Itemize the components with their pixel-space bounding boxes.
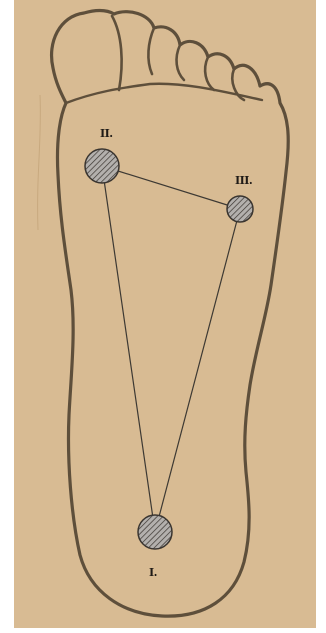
label-point-i: I. (149, 567, 157, 578)
edge-ii-iii (102, 166, 240, 209)
toe-line-2 (148, 28, 154, 74)
support-point-i (138, 515, 172, 549)
paper-crease (38, 95, 41, 230)
edge-ii-i (102, 166, 155, 532)
toe-line-3 (177, 45, 184, 80)
support-point-ii (85, 149, 119, 183)
edge-iii-i (155, 209, 240, 532)
support-point-iii (227, 196, 253, 222)
label-point-iii: III. (235, 175, 252, 186)
toe-line-4 (205, 57, 214, 90)
toe-line-1 (112, 16, 122, 90)
label-point-ii: II. (100, 128, 113, 139)
